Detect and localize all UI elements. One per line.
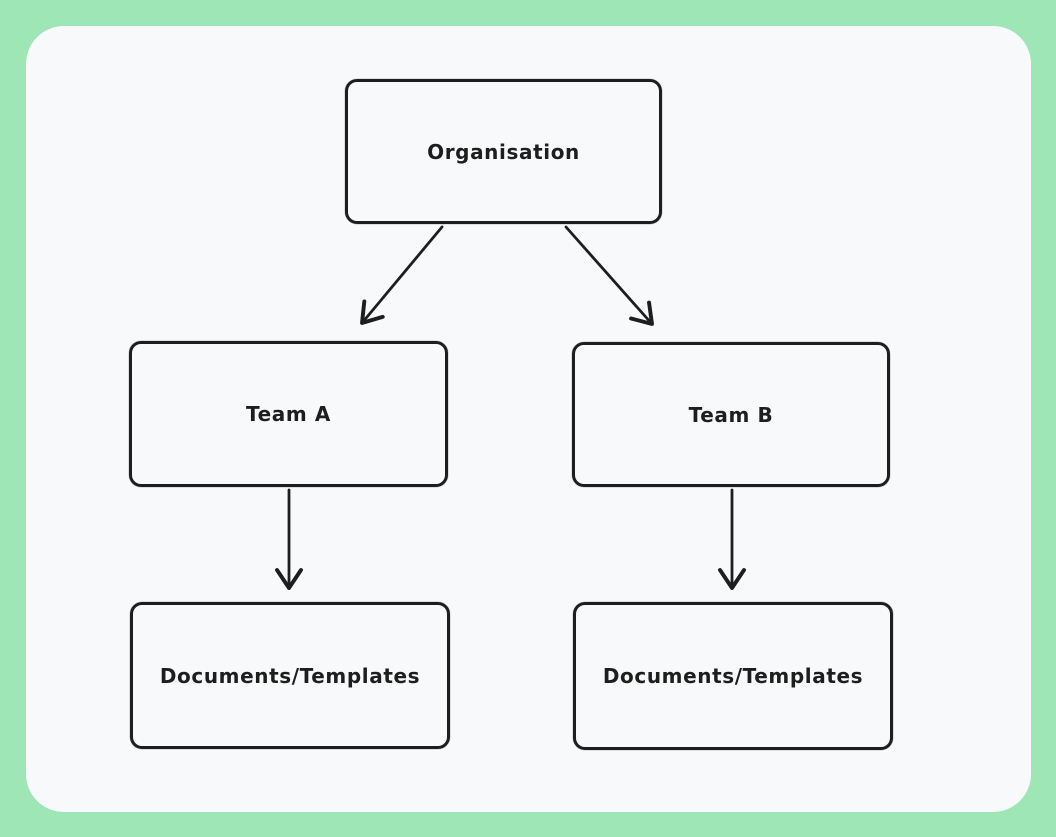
- node-organisation-label: Organisation: [427, 139, 580, 164]
- node-team-a-label: Team A: [246, 402, 331, 426]
- node-team-b: Team B: [572, 342, 890, 487]
- diagram-canvas: [26, 26, 1031, 812]
- node-documents-templates-a-label: Documents/Templates: [159, 663, 421, 688]
- node-documents-templates-b: Documents/Templates: [573, 602, 893, 750]
- node-documents-templates-a: Documents/Templates: [130, 602, 450, 749]
- node-documents-templates-b-label: Documents/Templates: [602, 664, 864, 688]
- node-organisation: Organisation: [345, 79, 662, 224]
- node-team-a: Team A: [129, 341, 448, 487]
- node-team-b-label: Team B: [688, 402, 774, 427]
